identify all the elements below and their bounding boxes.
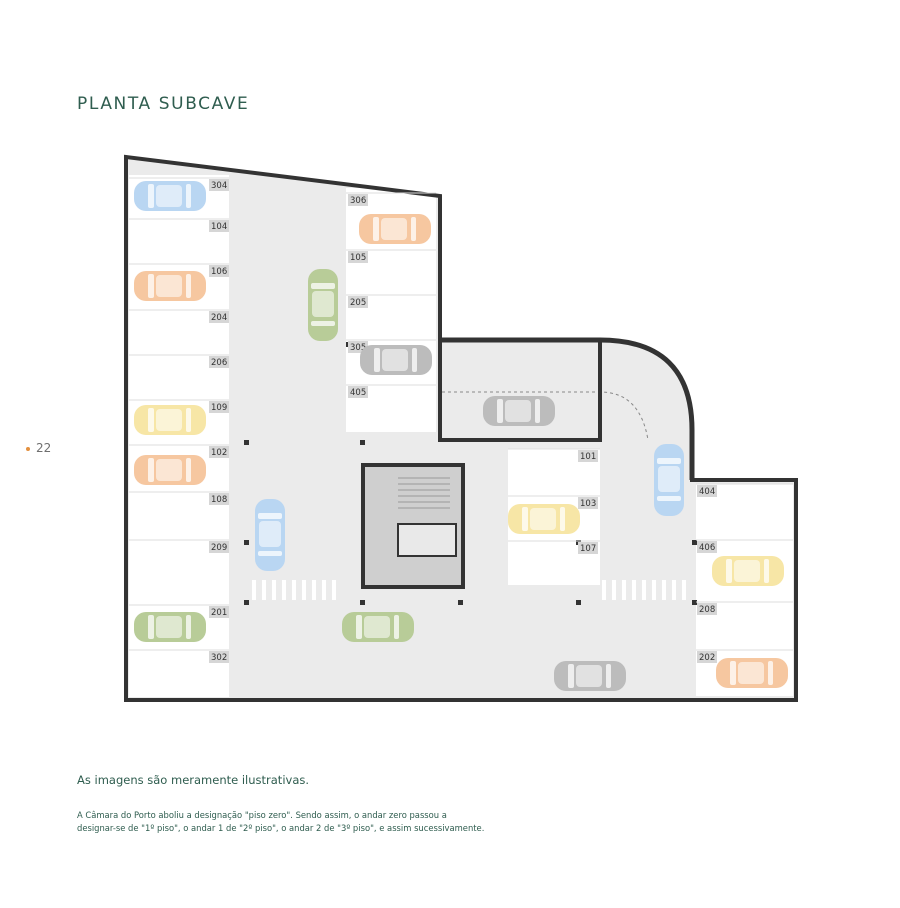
spot-label-106: 106	[211, 267, 227, 277]
page-number: 22	[26, 441, 51, 455]
spot-label-bg	[209, 220, 229, 232]
car-icon	[359, 214, 431, 244]
car-icon	[134, 612, 206, 642]
spot-label-bg	[348, 194, 368, 206]
disclaimer: As imagens são meramente ilustrativas.	[77, 773, 310, 787]
car-icon	[308, 269, 338, 341]
spot-label-304: 304	[211, 181, 227, 191]
car-icon	[554, 661, 626, 691]
car-icon	[712, 556, 784, 586]
spot-dividers	[129, 177, 793, 651]
spot-label-202: 202	[699, 653, 715, 663]
stair-icon	[398, 477, 450, 509]
spot-label-104: 104	[211, 222, 227, 232]
spot-label-bg	[697, 541, 717, 553]
car-icon	[654, 444, 684, 516]
note: A Câmara do Porto aboliu a designação "p…	[77, 809, 537, 835]
spot-label-bg	[697, 651, 717, 663]
car-icon	[360, 345, 432, 375]
spot-label-bg	[697, 603, 717, 615]
spot-label-bg	[578, 497, 598, 509]
car-icon	[134, 455, 206, 485]
spot-label-bg	[209, 651, 229, 663]
crosswalk-left	[252, 580, 336, 600]
car-icon	[134, 181, 206, 211]
spot-label-302: 302	[211, 653, 227, 663]
page-number-label: 22	[36, 441, 52, 455]
spot-label-bg	[209, 606, 229, 618]
ramp-wall	[440, 337, 695, 480]
spot-label-405: 405	[350, 388, 366, 398]
spot-label-208: 208	[699, 605, 715, 615]
spot-label-bg	[697, 485, 717, 497]
bullet-dot-icon	[26, 446, 30, 451]
car-icon	[716, 658, 788, 688]
spot-label-108: 108	[211, 495, 227, 505]
car-icon	[508, 504, 580, 534]
spot-label-404: 404	[699, 487, 715, 497]
spot-label-bg	[209, 541, 229, 553]
car-icon	[255, 499, 285, 571]
spot-label-103: 103	[580, 499, 596, 509]
page-title: PLANTA SUBCAVE	[77, 94, 250, 114]
car-icon	[134, 405, 206, 435]
spot-label-105: 105	[350, 253, 366, 263]
spot-label-107: 107	[580, 544, 596, 554]
spot-label-406: 406	[699, 543, 715, 553]
spot-label-201: 201	[211, 608, 227, 618]
crosswalk-right	[602, 580, 686, 600]
spot-label-bg	[578, 542, 598, 554]
note-line-1: A Câmara do Porto aboliu a designação "p…	[77, 810, 447, 820]
car-icon	[134, 271, 206, 301]
spot-label-bg	[209, 446, 229, 458]
spot-label-bg	[209, 356, 229, 368]
spot-label-109: 109	[211, 403, 227, 413]
spot-label-bg	[209, 179, 229, 191]
spot-label-bg	[348, 296, 368, 308]
spot-label-209: 209	[211, 543, 227, 553]
spot-label-bg	[209, 265, 229, 277]
garage-floor	[126, 157, 796, 700]
spot-label-bg	[578, 450, 598, 462]
elevator-block	[397, 523, 457, 557]
spot-label-bg	[348, 386, 368, 398]
spot-label-bg	[209, 401, 229, 413]
car-icon	[342, 612, 414, 642]
spot-label-205: 205	[350, 298, 366, 308]
spot-label-306: 306	[350, 196, 366, 206]
spot-labels: 304 104 106 204 206 109 102 108 209 201 302 306 105 2…	[209, 179, 717, 663]
spot-label-bg	[209, 493, 229, 505]
spot-label-102: 102	[211, 448, 227, 458]
spot-label-305: 305	[350, 343, 366, 353]
spot-label-bg	[348, 251, 368, 263]
ramp-curve	[442, 391, 649, 441]
cars	[134, 181, 788, 691]
spot-label-206: 206	[211, 358, 227, 368]
spot-label-bg	[209, 311, 229, 323]
car-icon	[483, 396, 555, 426]
note-line-2: designar-se de "1º piso", o andar 1 de "…	[77, 823, 485, 833]
spot-label-101: 101	[580, 452, 596, 462]
spot-label-204: 204	[211, 313, 227, 323]
